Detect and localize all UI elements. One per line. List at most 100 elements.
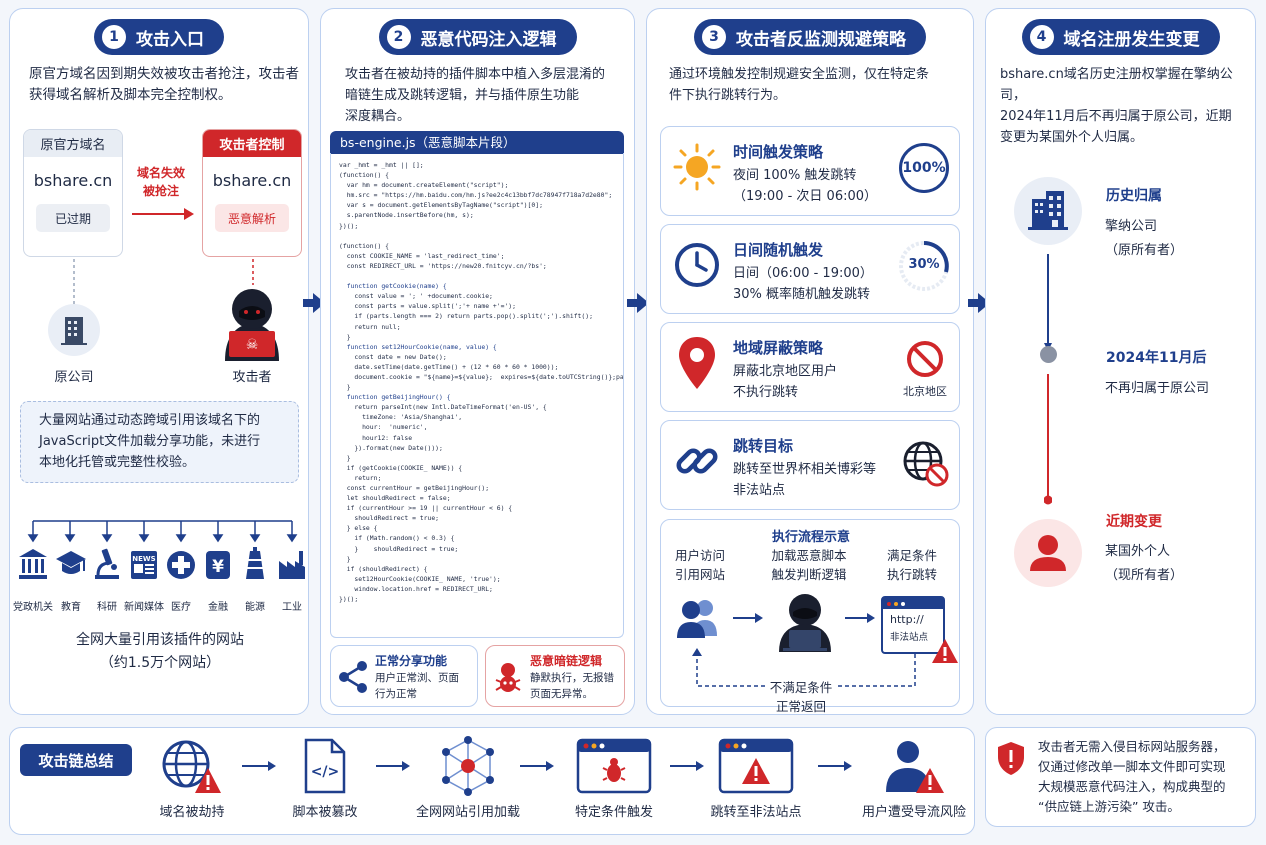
code-line: set12HourCookie(COOKIE_ NAME, 'true'); <box>339 574 501 583</box>
card-line: 日间（06:00 - 19:00） <box>733 266 873 281</box>
chain-step-label: 脚本被篡改 <box>292 805 358 820</box>
code-line: if (parts.length === 2) return parts.pop… <box>339 312 593 321</box>
malicious-logic-text: 页面无异常。 <box>530 688 593 700</box>
code-file-icon: </> <box>304 738 346 794</box>
code-line: } <box>339 554 351 563</box>
sector-label: 新闻媒体 <box>124 602 164 613</box>
step-arrow-icon <box>818 761 852 771</box>
official-domain-header: 原官方域名 <box>24 130 122 157</box>
code-line: timeZone: 'Asia/Shanghai', <box>339 413 463 422</box>
footer-line: （约1.5万个网站） <box>99 655 221 671</box>
bug-skull-icon <box>495 663 521 692</box>
panel-domain-change: 4 域名注册发生变更 bshare.cn域名历史注册权掌握在擎纳公司， 2024年… <box>985 8 1256 715</box>
percent-badge-100: 100% <box>899 143 949 193</box>
hacker-icon: ☠ <box>225 289 279 361</box>
timeline-line <box>1044 254 1052 505</box>
code-line: } shouldRedirect = true; <box>339 544 459 553</box>
panel-title: 4 域名注册发生变更 <box>1021 19 1220 55</box>
card-title: 时间触发策略 <box>733 143 824 161</box>
percent-badge-30: 30% <box>908 257 940 272</box>
desc-line: 原官方域名因到期失效被攻击者抢注，攻击者 <box>29 66 299 82</box>
official-domain-name: bshare.cn <box>33 171 113 190</box>
flow-title: 执行流程示意 <box>771 530 850 545</box>
code-line: })(); <box>339 595 359 604</box>
panel-title-text: 恶意代码注入逻辑 <box>420 29 557 50</box>
code-line: if (shouldRedirect) { <box>339 564 428 573</box>
person-icon <box>1014 519 1082 587</box>
sector-label: 教育 <box>61 602 81 613</box>
timeline-line-text: 不再归属于原公司 <box>1105 381 1210 396</box>
factory-icon <box>279 551 305 579</box>
link-chain-icon <box>676 448 718 474</box>
code-line: } <box>339 453 351 462</box>
time-trigger-card: 时间触发策略 夜间 100% 触发跳转 （19:00 - 次日 06:00） 1… <box>660 126 960 216</box>
code-line: function set12HourCookie(name, value) { <box>339 342 497 351</box>
energy-icon <box>246 547 264 579</box>
newspaper-icon: NEWS <box>131 551 157 579</box>
card-line: 30% 概率随机触发跳转 <box>733 287 871 302</box>
summary-note-line: 大规模恶意代码注入，构成典型的 <box>1038 779 1226 794</box>
code-line: hour: 'numeric', <box>339 423 428 432</box>
code-line: const value = '; ' +document.cookie; <box>339 292 493 301</box>
clock-icon <box>675 243 719 287</box>
sun-icon <box>673 143 721 191</box>
chain-step-label: 域名被劫持 <box>159 805 225 820</box>
code-snippet: var _hmt = _hmt || [];(function() { var … <box>330 153 624 638</box>
attack-chain-summary: 攻击链总结 </> 域名被劫持 脚本被篡改 全网网站引用加载 特定条件触发 跳转… <box>9 727 975 835</box>
summary-label: 攻击链总结 <box>20 744 132 776</box>
beijing-region-label: 北京地区 <box>903 385 947 398</box>
execution-flow-box: 执行流程示意 用户访问 引用网站 加载恶意脚本 触发判断逻辑 满足条件 执行跳转… <box>660 519 960 714</box>
flow-arrow-icon <box>968 293 990 313</box>
note-line: JavaScript文件加载分享功能，未进行 <box>39 434 261 449</box>
return-label: 正常返回 <box>775 699 826 714</box>
user-warning-icon <box>886 741 944 793</box>
desc-line: 获得域名解析及脚本完全控制权。 <box>29 87 232 103</box>
government-icon <box>19 549 47 579</box>
timeline-title: 2024年11月后 <box>1106 350 1207 366</box>
flow-step-label: 用户访问 <box>674 548 725 563</box>
step-arrow-icon <box>520 761 554 771</box>
card-line: 非法站点 <box>733 483 786 498</box>
hacker-laptop-icon <box>779 594 831 652</box>
timeline-title: 近期变更 <box>1106 514 1162 530</box>
card-line: 夜间 100% 触发跳转 <box>733 168 857 183</box>
code-line: if (getCookie(COOKIE_ NAME)) { <box>339 463 463 472</box>
timeline-line-text: 某国外个人 <box>1105 544 1171 559</box>
percent-ring-30-icon <box>899 241 949 291</box>
code-line: date.setTime(date.getTime() + (12 * 60 *… <box>339 362 559 371</box>
desc-line: bshare.cn域名历史注册权掌握在擎纳公司， <box>1000 67 1233 103</box>
card-title: 地域屏蔽策略 <box>733 339 824 357</box>
return-label: 不满足条件 <box>765 678 837 697</box>
geo-block-card: 地域屏蔽策略 屏蔽北京地区用户 不执行跳转 北京地区 <box>660 322 960 412</box>
flow-arrow-icon <box>845 613 875 623</box>
code-line: (function() { <box>339 171 390 180</box>
transfer-label: 被抢注 <box>142 184 179 198</box>
timeline-dot <box>1040 346 1057 363</box>
card-line: 跳转至世界杯相关博彩等 <box>733 462 877 477</box>
sector-label: 能源 <box>245 602 265 613</box>
sector-label: 党政机关 <box>13 602 53 613</box>
malicious-logic-text: 静默执行，无报错 <box>530 672 614 684</box>
timeline-line-text: 擎纳公司 <box>1105 219 1158 234</box>
code-line: var _hmt = _hmt || []; <box>339 161 424 169</box>
finance-icon: ¥ <box>206 551 230 579</box>
warning-icon <box>932 639 958 663</box>
panel-title-text: 域名注册发生变更 <box>1063 29 1200 50</box>
code-line: let shouldRedirect = false; <box>339 494 451 503</box>
step-number: 4 <box>1029 25 1054 49</box>
timeline-line-text: （原所有者） <box>1105 243 1184 258</box>
code-line: document.cookie = "${name}=${value}; exp… <box>339 372 624 381</box>
users-icon <box>677 600 717 638</box>
panel-title-text: 攻击者反监测规避策略 <box>736 29 906 50</box>
prohibited-icon <box>907 341 943 377</box>
official-domain-box: 原官方域名 bshare.cn 已过期 <box>23 129 123 257</box>
sector-label: 工业 <box>282 602 302 613</box>
day-random-card: 日间随机触发 日间（06:00 - 19:00） 30% 概率随机触发跳转 30… <box>660 224 960 314</box>
code-line: shouldRedirect = true; <box>339 514 440 523</box>
attacker-domain-header: 攻击者控制 <box>203 130 301 157</box>
chain-step-label: 跳转至非法站点 <box>710 805 802 820</box>
attacker-domain-name: bshare.cn <box>212 171 292 190</box>
card-title: 日间随机触发 <box>733 241 824 259</box>
step-arrow-icon <box>242 761 276 771</box>
